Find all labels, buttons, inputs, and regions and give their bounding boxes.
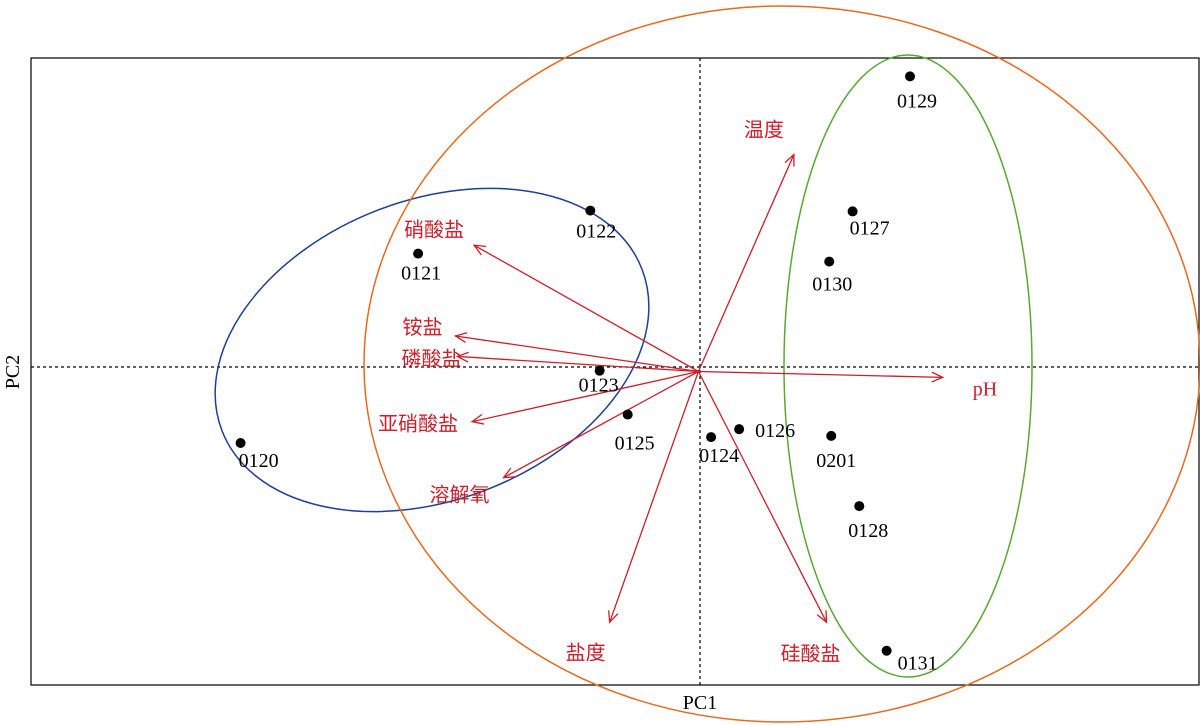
site-point xyxy=(585,205,596,216)
vector-line xyxy=(473,244,699,373)
vector-label: 盐度 xyxy=(566,641,606,664)
vector-label: 铵盐 xyxy=(402,316,442,339)
vector-line xyxy=(457,355,699,373)
site-point xyxy=(854,501,865,512)
vector-line xyxy=(455,335,699,373)
vector-arrowhead xyxy=(453,332,468,343)
site-point xyxy=(594,365,605,376)
plot-frame xyxy=(30,57,1200,686)
site-point xyxy=(881,645,892,656)
site-label: 0120 xyxy=(239,450,279,472)
site-point xyxy=(706,432,717,443)
site-label: 0126 xyxy=(755,420,795,442)
vector-arrowhead xyxy=(502,467,516,479)
site-label: 0121 xyxy=(401,263,441,285)
site-label: 0130 xyxy=(812,274,852,296)
site-label: 0128 xyxy=(848,520,888,542)
vector-line xyxy=(697,154,795,372)
group-ellipse-2 xyxy=(783,54,1033,678)
vector-line xyxy=(698,370,943,379)
vector-arrowhead xyxy=(931,371,945,383)
site-label: 0131 xyxy=(898,653,938,675)
vector-label: 硅酸盐 xyxy=(781,642,841,665)
vector-line xyxy=(609,371,700,623)
y-axis-label: PC2 xyxy=(2,355,24,389)
vector-arrowhead xyxy=(816,610,828,624)
vector-label: 温度 xyxy=(744,119,784,142)
site-label: 0123 xyxy=(579,375,619,397)
group-ellipse-1 xyxy=(214,187,650,513)
site-point xyxy=(413,248,424,259)
site-points: 0120 0121 0122 0123 0124 0125 0126 0127 0128 0129… xyxy=(235,71,938,675)
group-ellipses xyxy=(214,5,1200,723)
site-label: 0201 xyxy=(816,450,856,472)
site-label: 0125 xyxy=(615,433,655,455)
vector-label: 磷酸盐 xyxy=(401,347,461,370)
site-label: 0124 xyxy=(699,445,739,467)
site-point xyxy=(622,409,633,420)
site-label: 0129 xyxy=(897,90,937,112)
vector-arrowhead xyxy=(455,351,469,363)
vector-arrowhead xyxy=(784,153,795,167)
vector-label: 溶解氧 xyxy=(430,484,490,507)
vector-label: 硝酸盐 xyxy=(404,218,464,241)
vector-arrowhead xyxy=(472,244,487,256)
vector-label: pH xyxy=(973,378,997,400)
site-point xyxy=(826,430,837,441)
site-point xyxy=(235,437,246,448)
vector-line xyxy=(697,371,828,623)
x-axis-label: PC1 xyxy=(683,692,717,714)
site-point xyxy=(847,206,858,217)
site-point xyxy=(734,424,745,435)
group-ellipse-3 xyxy=(363,5,1200,723)
vector-line xyxy=(472,370,699,423)
vector-line xyxy=(503,370,699,479)
site-point xyxy=(905,71,916,82)
vector-label: 亚硝酸盐 xyxy=(378,413,458,436)
site-label: 0122 xyxy=(576,221,616,243)
vector-arrowhead xyxy=(608,610,619,624)
vector-arrowhead xyxy=(470,413,485,425)
site-point xyxy=(824,256,835,267)
site-label: 0127 xyxy=(850,217,890,239)
